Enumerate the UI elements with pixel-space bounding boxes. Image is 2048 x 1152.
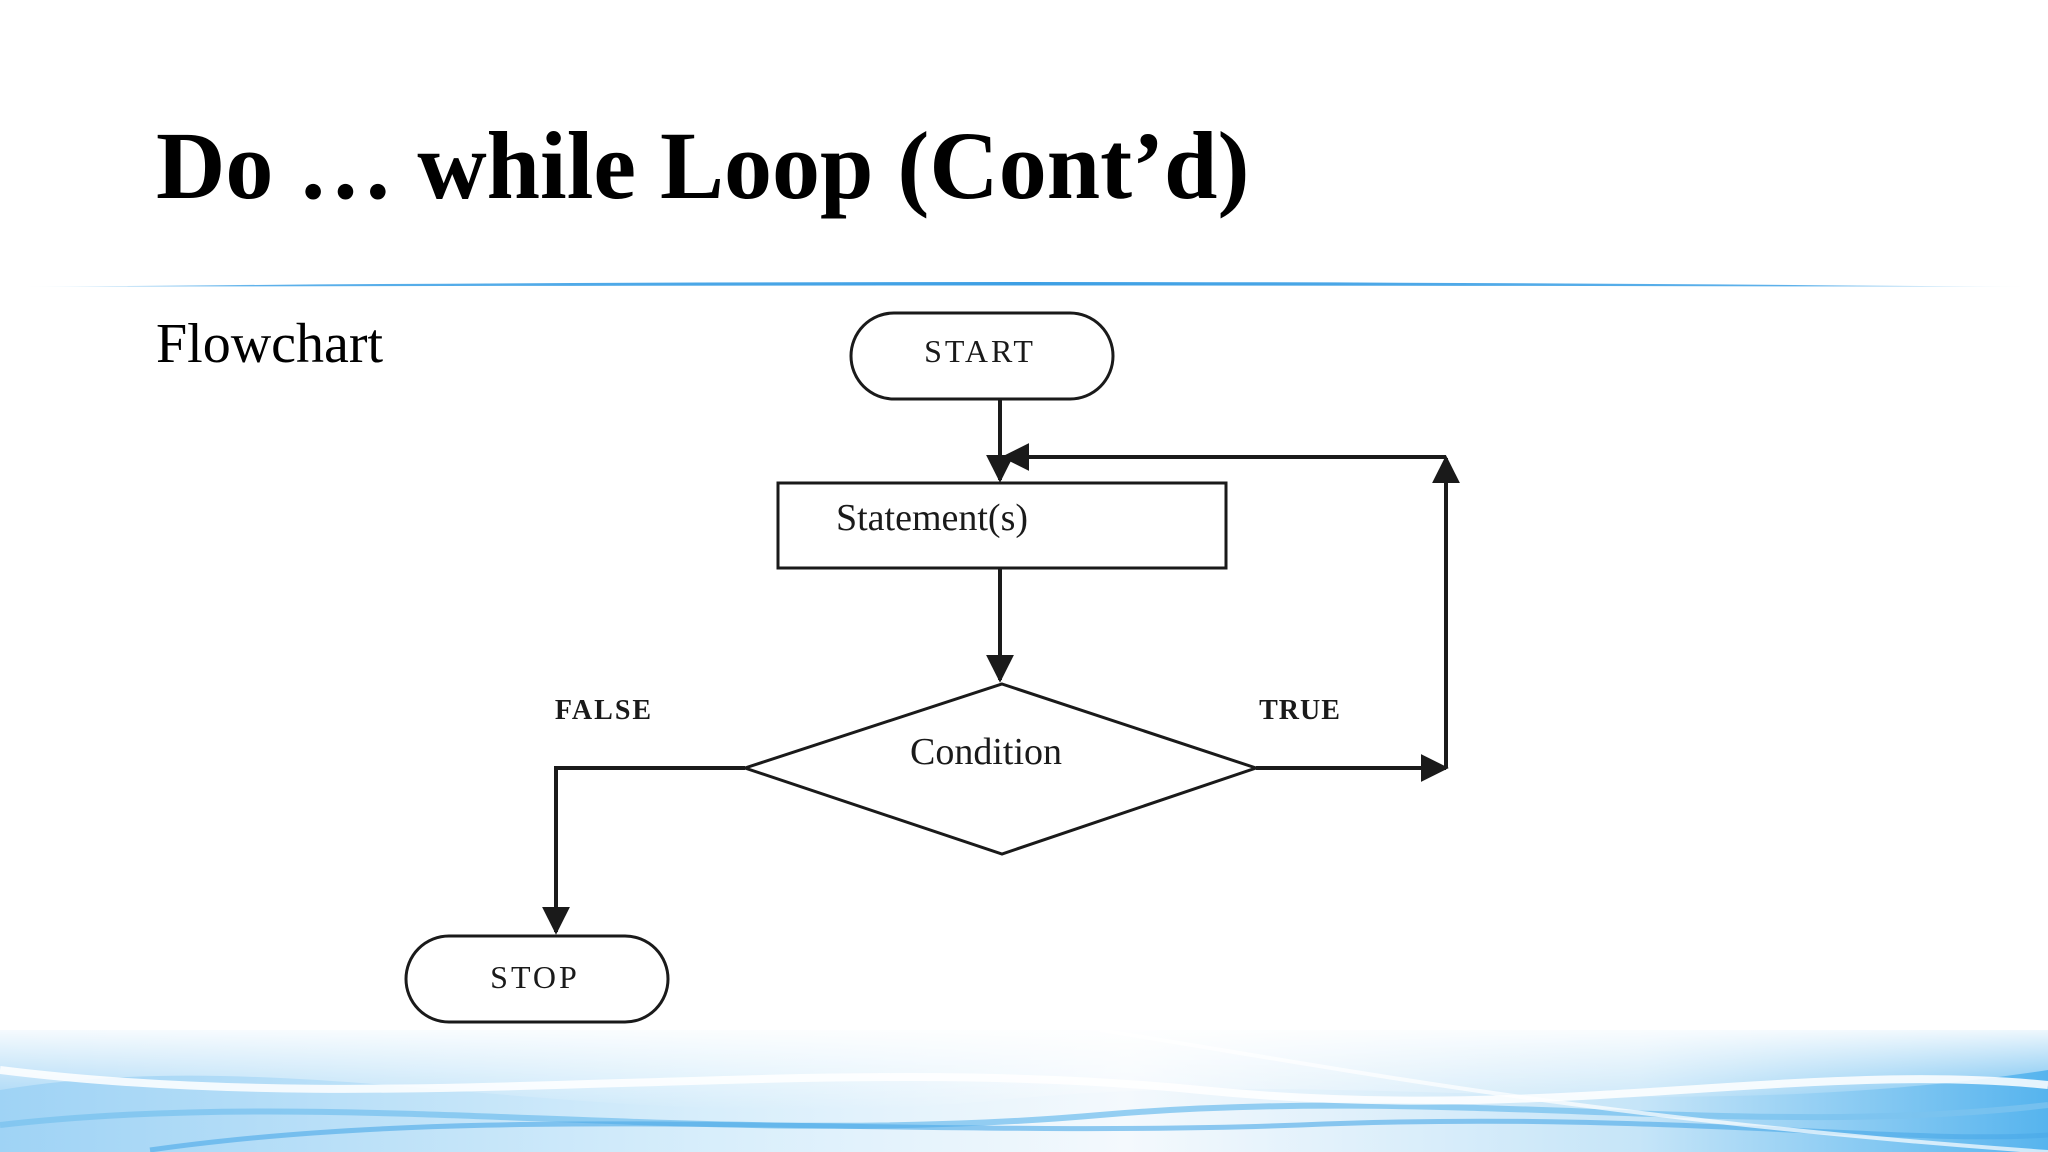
slide-title: Do … while Loop (Cont’d) (156, 112, 1250, 219)
stop-node: STOP (404, 934, 670, 1024)
statement-node: Statement(s) (776, 481, 1228, 570)
stop-label: STOP (490, 959, 580, 995)
title-divider (20, 282, 2028, 287)
condition-label: Condition (910, 731, 1062, 773)
arrow-false-to-stop (542, 766, 745, 935)
true-label: TRUE (1259, 695, 1341, 726)
start-label: START (924, 333, 1036, 369)
start-node: START (849, 311, 1115, 401)
false-label: FALSE (555, 695, 653, 726)
condition-node: Condition (740, 682, 1261, 856)
statement-label: Statement(s) (836, 497, 1028, 539)
footer-wave-decoration (0, 1030, 2048, 1152)
slide-subtitle: Flowchart (156, 313, 384, 375)
